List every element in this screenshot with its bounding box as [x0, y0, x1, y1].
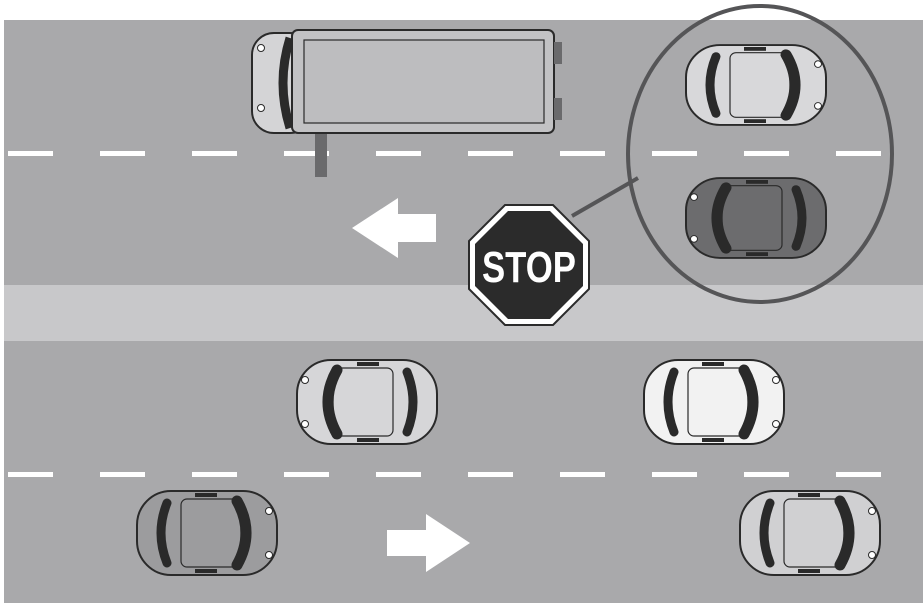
car-upper-right-lane-1: [297, 360, 437, 444]
lane-dash: [836, 151, 881, 156]
lane-dash: [192, 472, 237, 477]
lane-dash: [468, 472, 513, 477]
lane-dash: [100, 151, 145, 156]
lane-dash: [468, 151, 513, 156]
car-lower-lane-1: [137, 491, 277, 575]
car-upper-right-lane-2: [644, 360, 784, 444]
lane-dash: [192, 151, 237, 156]
lane-dash: [376, 472, 421, 477]
stop-sign-text: STOP: [482, 243, 576, 292]
lane-dash: [560, 472, 605, 477]
car-callout-bottom: [686, 178, 826, 258]
lane-dash: [652, 151, 697, 156]
lane-dash: [744, 151, 789, 156]
lane-dash: [284, 472, 329, 477]
stop-sign: STOP: [469, 205, 589, 325]
lane-dash: [8, 472, 53, 477]
car-lower-lane-2: [740, 491, 880, 575]
lane-dash: [376, 151, 421, 156]
lane-dash: [100, 472, 145, 477]
lane-dash: [8, 151, 53, 156]
lane-dash: [652, 472, 697, 477]
lane-dash: [836, 472, 881, 477]
median-strip: [4, 285, 923, 341]
lane-dash: [560, 151, 605, 156]
car-callout-top: [686, 45, 826, 125]
lane-dash: [744, 472, 789, 477]
